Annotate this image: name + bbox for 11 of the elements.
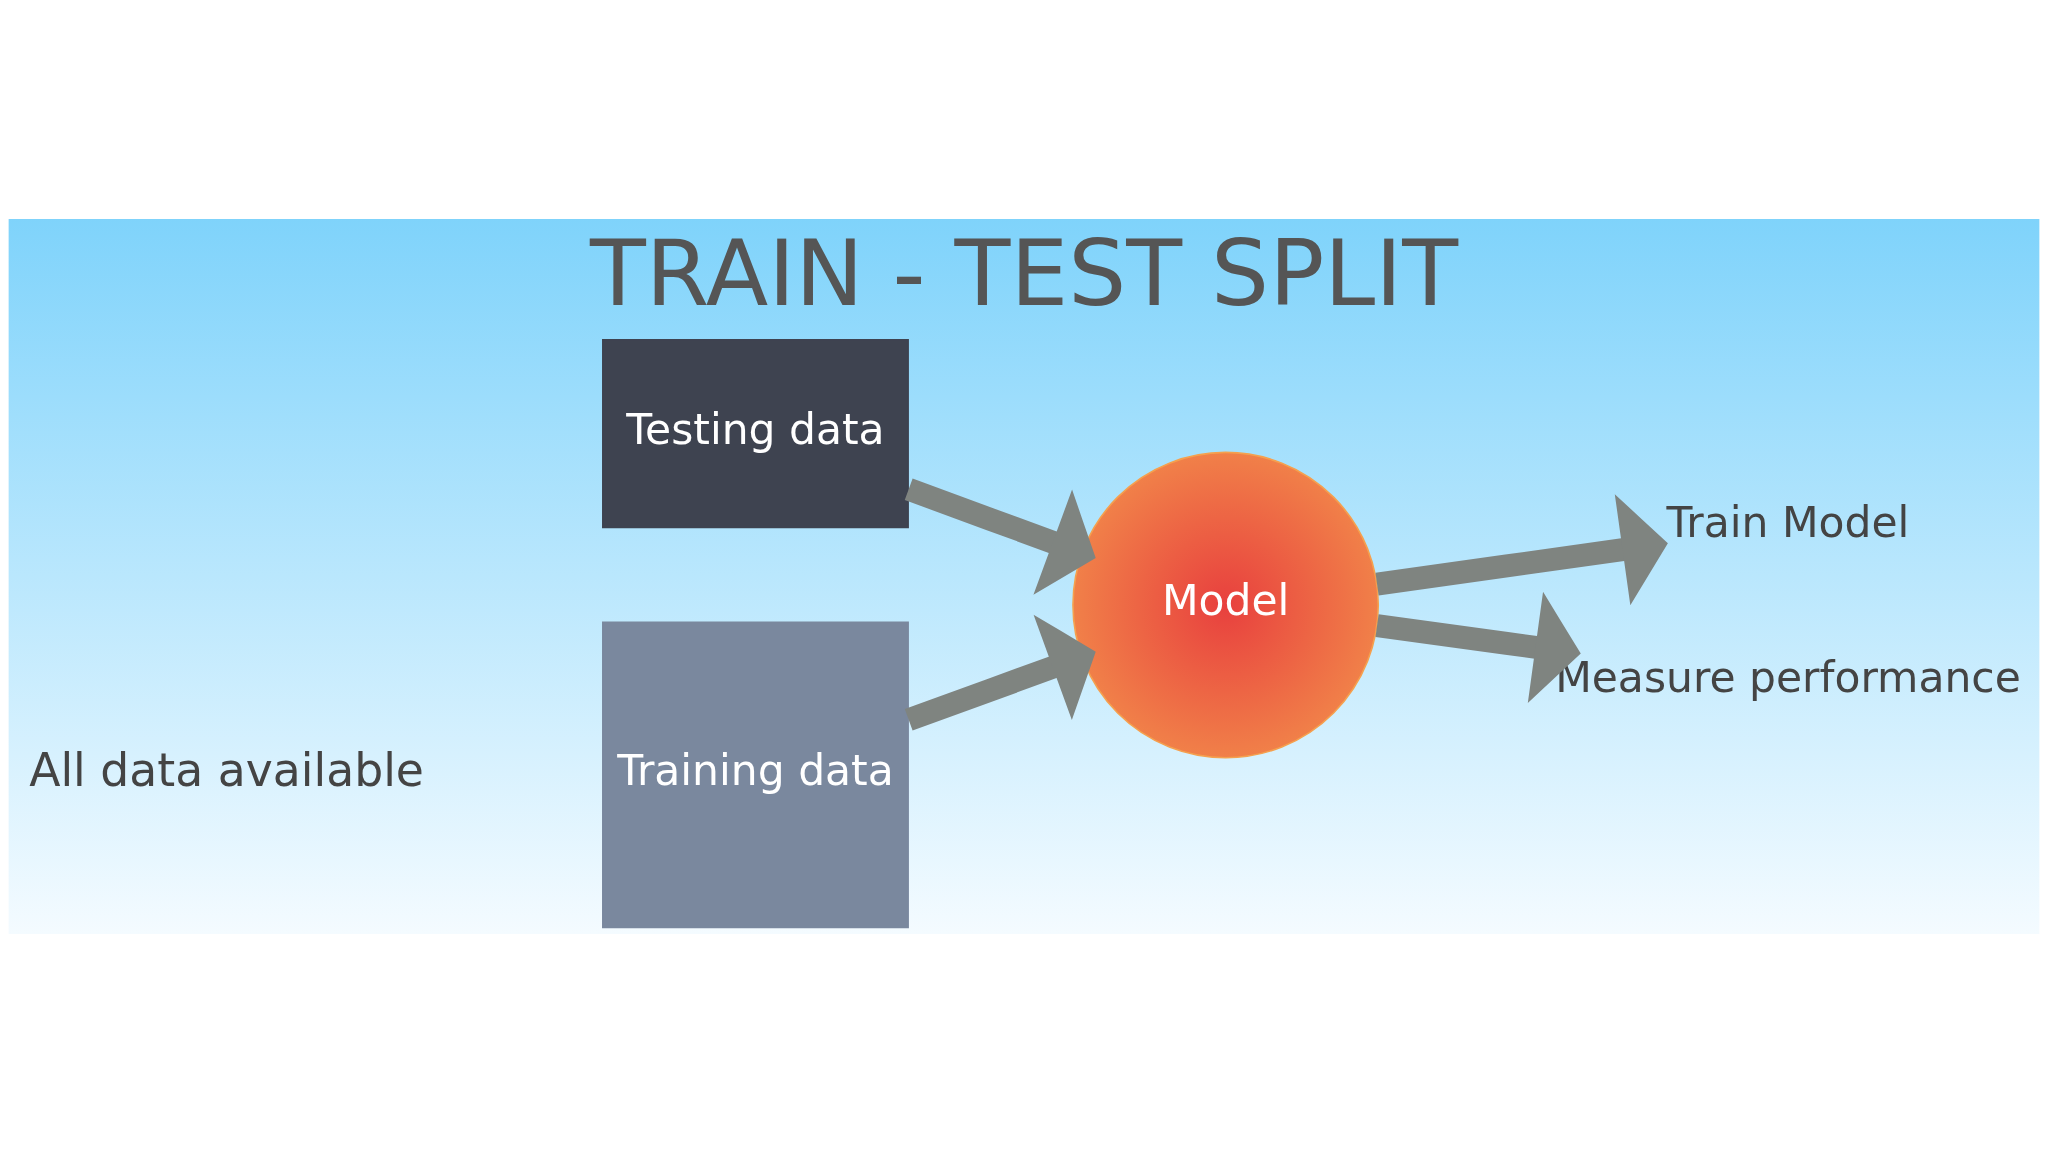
arrow (904, 478, 1096, 595)
arrow (1375, 493, 1668, 605)
label: All data available (29, 743, 424, 797)
node-circle: Model (1072, 451, 1380, 758)
arrow (1375, 591, 1581, 703)
diagram-title: TRAIN - TEST SPLIT (590, 219, 1458, 327)
node-box: Training data (602, 620, 909, 928)
node-box: Testing data (602, 338, 909, 528)
node-text: Train Model (1666, 497, 1910, 547)
arrow (904, 614, 1096, 730)
node-text: Measure performance (1555, 652, 2021, 702)
